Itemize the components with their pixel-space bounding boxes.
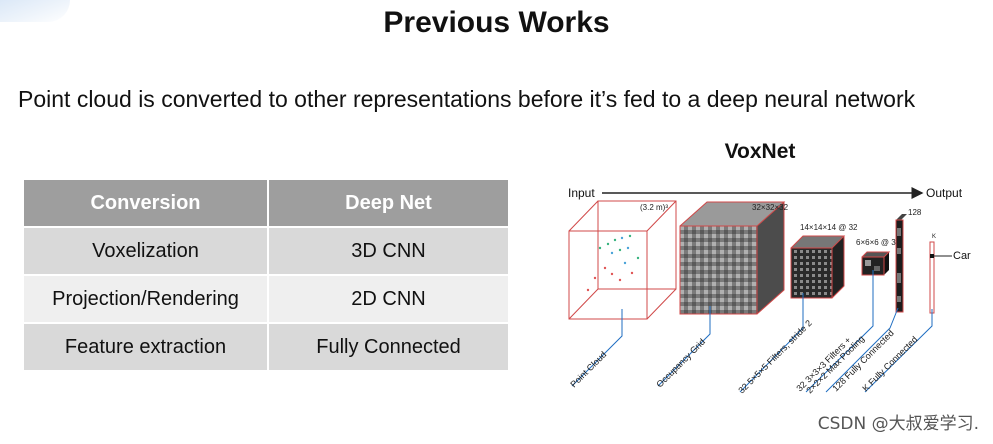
point-cloud-cube	[568, 200, 677, 320]
output-class-label: Car	[953, 250, 971, 262]
table-row: Projection/Rendering 2D CNN	[24, 274, 508, 323]
stage-label-fc2: K Fully Connected	[860, 334, 919, 393]
fc2-size-label: K	[932, 234, 936, 240]
conv1-cube	[790, 235, 846, 299]
stage-callout-lines	[571, 270, 933, 393]
table-cell: Fully Connected	[268, 322, 508, 370]
column-header-deep-net: Deep Net	[268, 180, 508, 227]
table-row: Feature extraction Fully Connected	[24, 322, 508, 370]
conv1-size-label: 14×14×14 @ 32	[800, 223, 858, 232]
slide-title: Previous Works	[383, 6, 610, 39]
slide-subtitle: Point cloud is converted to other repres…	[18, 86, 916, 112]
conv2-size-label: 6×6×6 @ 32	[856, 238, 901, 247]
stage-label-point-cloud: Point Cloud	[568, 349, 608, 389]
conv2-cube	[861, 251, 891, 276]
table-cell: 2D CNN	[268, 274, 508, 323]
table-cell: Feature extraction	[24, 322, 269, 370]
slide-corner-decoration	[0, 0, 70, 22]
fc1-size-label: 128	[908, 208, 922, 217]
watermark: CSDN @大叔爱学习.	[817, 414, 979, 434]
pointcloud-size-label: (3.2 m)³	[640, 203, 668, 212]
output-label: Output	[926, 186, 963, 200]
table-row: Voxelization 3D CNN	[24, 226, 508, 275]
fc1-bar	[895, 214, 907, 313]
column-header-conversion: Conversion	[24, 180, 269, 227]
grid-size-label: 32×32×32	[752, 203, 789, 212]
table-cell: 3D CNN	[268, 226, 508, 275]
input-label: Input	[568, 186, 595, 200]
conversion-table: Conversion Deep Net Voxelization 3D CNN …	[24, 180, 508, 370]
point-cloud-points	[586, 234, 640, 292]
voxnet-title: VoxNet	[724, 140, 796, 163]
voxnet-diagram: Input Output (3.2 m)³ 32×32×32	[568, 186, 971, 395]
fc2-bar	[929, 241, 935, 314]
table-cell: Projection/Rendering	[24, 274, 269, 323]
stage-label-occupancy-grid: Occupancy Grid	[654, 337, 707, 390]
table-header-row: Conversion Deep Net	[24, 180, 508, 227]
occupancy-grid-cube	[679, 201, 786, 315]
table-cell: Voxelization	[24, 226, 269, 275]
